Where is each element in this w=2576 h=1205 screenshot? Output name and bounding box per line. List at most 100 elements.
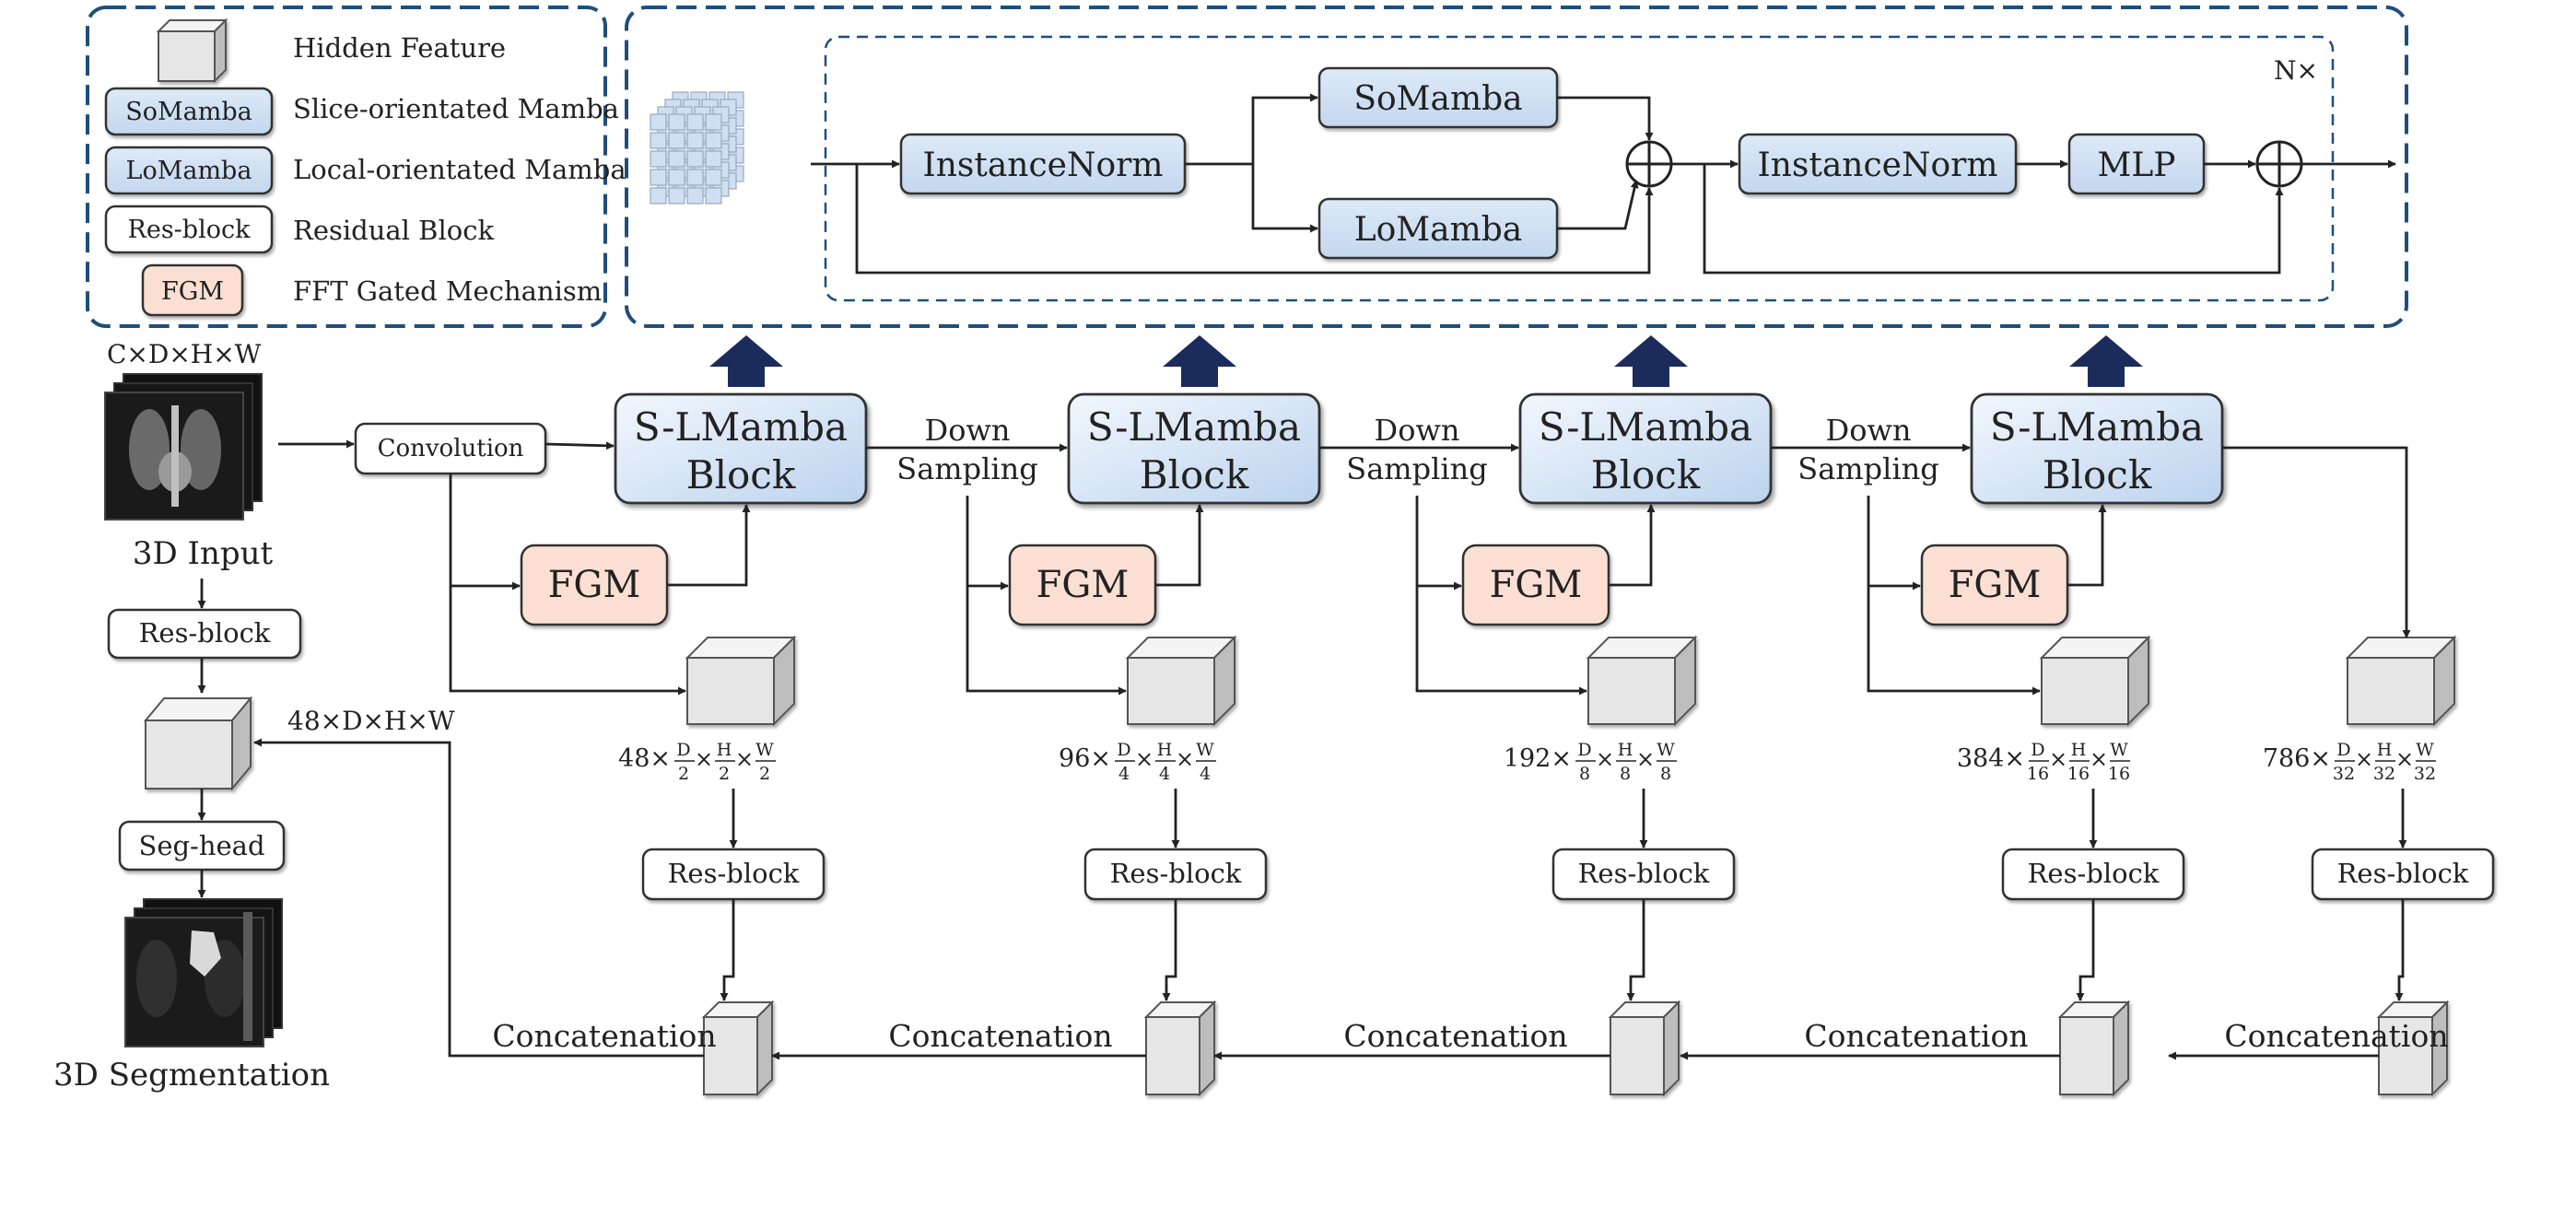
resblock-label: Res-block — [2028, 858, 2160, 889]
input-column: C×D×H×W 3D Input Res-block 48×D×H×W Seg-… — [53, 339, 547, 1094]
feature-cube-icon — [685, 635, 797, 727]
legend-tag-resblock: Res-block — [128, 216, 252, 244]
fraction-denominator: 32 — [2373, 764, 2395, 784]
legend-label-somamba: Slice-orientated Mamba — [293, 93, 619, 124]
legend-panel: Hidden Feature SoMamba Slice-orientated … — [86, 6, 626, 328]
feature-cube-icon — [1586, 635, 1698, 727]
fraction-denominator: 32 — [2333, 764, 2355, 784]
expand-arrow-icon — [1163, 335, 1236, 387]
cube-icon — [156, 18, 228, 84]
expand-arrow-icon — [709, 335, 783, 387]
downsampling-label-line2: Sampling — [896, 451, 1037, 486]
instancenorm-1-label: InstanceNorm — [923, 146, 1164, 184]
feature-dims-label: 786×D32×H32×W32 — [2263, 740, 2436, 784]
concatenation-label: Concatenation — [1804, 1018, 2028, 1054]
legend-tag-fgm: FGM — [161, 277, 224, 306]
fgm-label: FGM — [1490, 564, 1583, 606]
times-sign: × — [2049, 746, 2067, 772]
slmamba-block-label-line2: Block — [1140, 452, 1249, 497]
seghead-label: Seg-head — [138, 830, 264, 861]
times-sign: × — [1135, 746, 1153, 772]
repeat-label: N× — [2274, 55, 2318, 86]
downsampling-label-line2: Sampling — [1797, 451, 1938, 486]
fraction-numerator: W — [2416, 740, 2434, 760]
fraction-numerator: D — [1117, 740, 1130, 760]
fraction-denominator: 4 — [1118, 764, 1130, 784]
channels-text: 48× — [618, 744, 671, 773]
fraction-denominator: 16 — [2027, 764, 2049, 784]
output-label: 3D Segmentation — [53, 1057, 330, 1094]
resblock-label: Res-block — [668, 858, 800, 889]
feature-cube-icon — [1125, 635, 1237, 727]
fraction-denominator: 32 — [2414, 764, 2436, 784]
add-operator-1 — [1625, 140, 1673, 188]
legend-label-resblock: Residual Block — [293, 215, 494, 246]
fraction-denominator: 2 — [719, 764, 730, 784]
channels-text: 192× — [1504, 744, 1572, 773]
stage-1: S-LMambaBlockFGM48×D2×H2×W2Res-blockConc… — [492, 335, 868, 1097]
fraction-numerator: W — [755, 740, 774, 760]
channels-text: 786× — [2263, 744, 2331, 773]
feature-cube-icon — [2345, 635, 2457, 727]
legend-tag-lomamba: LoMamba — [126, 157, 252, 185]
fraction-denominator: 4 — [1200, 764, 1211, 784]
concat-cube-icon — [1608, 1000, 1681, 1097]
fraction-numerator: H — [2377, 740, 2393, 760]
mlp-label: MLP — [2098, 146, 2176, 184]
concatenation-label: Concatenation — [492, 1018, 716, 1054]
feature-grid-cube-icon — [650, 91, 744, 205]
legend-label-lomamba: Local-orientated Mamba — [293, 154, 626, 185]
channels-text: 384× — [1957, 744, 2025, 773]
times-sign: × — [2395, 746, 2414, 772]
stage-2: S-LMambaBlockFGMDownSampling96×D4×H4×W4R… — [888, 335, 1321, 1097]
fraction-numerator: H — [717, 740, 732, 760]
fraction-numerator: D — [1577, 740, 1591, 760]
legend-label-hidden-feature: Hidden Feature — [293, 32, 506, 64]
input-resblock-label: Res-block — [139, 617, 271, 649]
legend-tag-somamba: SoMamba — [125, 98, 252, 126]
fgm-label: FGM — [1949, 564, 2042, 606]
lomamba-label: LoMamba — [1354, 211, 1523, 249]
downsampling-label-line1: Down — [1826, 413, 1912, 448]
feature-dims-label: 192×D8×H8×W8 — [1504, 740, 1677, 784]
fraction-denominator: 4 — [1159, 764, 1170, 784]
legend-fgm-box — [141, 263, 244, 317]
legend-resblock-box — [104, 205, 274, 254]
feature-dims-label: 48×D2×H2×W2 — [618, 740, 776, 784]
concatenation-label: Concatenation — [2224, 1018, 2448, 1054]
fraction-numerator: H — [2071, 740, 2087, 760]
convolution-label: Convolution — [378, 435, 524, 462]
slmamba-block-label-line1: S-LMamba — [1539, 404, 1752, 450]
stage-4: S-LMambaBlockFGMDownSampling384×D16×H16×… — [1797, 335, 2224, 1097]
expand-arrow-icon — [1614, 335, 1688, 387]
slmamba-block-label-line1: S-LMamba — [634, 404, 848, 450]
block-detail-panel: N× InstanceNorm SoMamba LoMamba Instance… — [625, 6, 2408, 328]
main-connectors — [253, 441, 2411, 1060]
fraction-denominator: 2 — [678, 764, 689, 784]
ct-input-image — [104, 373, 263, 521]
times-sign: × — [2355, 746, 2373, 772]
fraction-numerator: W — [1196, 740, 1214, 760]
concatenation-label: Concatenation — [1343, 1018, 1567, 1054]
input-connectors — [197, 439, 355, 898]
slmamba-block-label-line2: Block — [1591, 452, 1701, 497]
full-res-dims-label: 48×D×H×W — [287, 706, 455, 736]
times-sign: × — [1596, 746, 1614, 772]
slmamba-block-label-line2: Block — [686, 452, 796, 497]
fgm-label: FGM — [1036, 564, 1130, 606]
feature-dims-label: 96×D4×H4×W4 — [1059, 740, 1216, 784]
slmamba-block-label-line1: S-LMamba — [1990, 404, 2204, 450]
fraction-denominator: 8 — [1660, 764, 1671, 784]
fraction-numerator: H — [1157, 740, 1173, 760]
resblock-label: Res-block — [1578, 858, 1710, 889]
input-label: 3D Input — [133, 535, 274, 572]
slmamba-block-label-line2: Block — [2043, 452, 2152, 497]
legend-lomamba-box — [104, 146, 274, 195]
fraction-numerator: D — [2031, 740, 2044, 760]
input-dims-label: C×D×H×W — [107, 339, 262, 369]
times-sign: × — [1636, 746, 1655, 772]
input-resblock-box — [107, 608, 302, 660]
fraction-numerator: D — [676, 740, 690, 760]
full-res-feature-cube-icon — [143, 696, 253, 791]
